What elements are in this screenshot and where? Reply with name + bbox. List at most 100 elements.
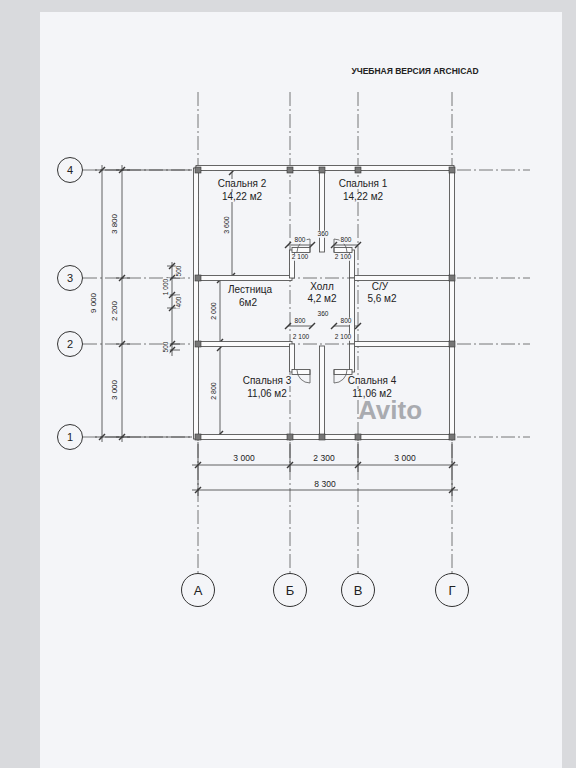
door-width: 800 bbox=[294, 318, 307, 325]
dimension: 1 000 bbox=[163, 278, 170, 296]
column bbox=[449, 275, 455, 281]
dimension-line bbox=[309, 323, 315, 329]
door-height: 2 100 bbox=[334, 254, 352, 261]
dimension-line bbox=[192, 490, 458, 491]
column bbox=[355, 167, 361, 173]
column bbox=[319, 167, 325, 173]
dimension-line bbox=[287, 462, 293, 468]
axis-line bbox=[290, 92, 291, 573]
room-name: Холл bbox=[309, 282, 335, 292]
axis-bubble: 1 bbox=[57, 424, 83, 450]
wall bbox=[350, 344, 355, 372]
wall bbox=[292, 248, 310, 253]
room-area: 6м2 bbox=[238, 298, 258, 308]
column bbox=[449, 167, 455, 173]
room-name: Спальня 2 bbox=[217, 179, 268, 189]
dimension-line bbox=[169, 341, 175, 347]
door-swing bbox=[334, 370, 347, 383]
axis-label: 2 bbox=[67, 339, 73, 350]
room-name: Спальня 1 bbox=[338, 179, 389, 189]
dimension: 500 bbox=[176, 265, 183, 278]
door-gap: 360 bbox=[317, 311, 330, 318]
room-area: 14,22 м2 bbox=[221, 192, 263, 202]
dimension-line bbox=[285, 242, 291, 248]
dimension-line bbox=[198, 442, 199, 472]
axis-label: 3 bbox=[67, 273, 73, 284]
dimension-line bbox=[290, 442, 291, 472]
wall bbox=[292, 370, 310, 375]
dimension-line bbox=[116, 437, 130, 438]
dimension-line bbox=[122, 165, 123, 442]
room-name: С/У bbox=[371, 282, 389, 292]
column bbox=[449, 434, 455, 440]
column bbox=[449, 341, 455, 347]
dimension: 3 000 bbox=[232, 454, 255, 463]
axis-bubble: А bbox=[181, 573, 215, 607]
axis-bubble: В bbox=[341, 573, 375, 607]
dimension: 2 200 bbox=[111, 300, 119, 322]
room-area: 5,6 м2 bbox=[366, 294, 397, 304]
door-gap: 360 bbox=[317, 231, 330, 238]
dimension-line bbox=[449, 487, 455, 493]
dimension-line bbox=[169, 305, 175, 311]
dimension-line bbox=[220, 280, 221, 342]
dimension-line bbox=[169, 347, 175, 353]
axis-label: Б bbox=[286, 584, 295, 597]
door-height: 2 100 bbox=[334, 334, 352, 341]
axis-bubble: 4 bbox=[57, 157, 83, 183]
wall bbox=[198, 342, 292, 347]
dimension: 2 800 bbox=[210, 381, 217, 401]
dimension-line bbox=[116, 344, 130, 345]
column bbox=[287, 434, 293, 440]
dimension-line bbox=[169, 275, 175, 281]
dimension-line bbox=[116, 170, 130, 171]
dimension-line bbox=[355, 242, 361, 248]
axis-line bbox=[358, 92, 359, 573]
wall bbox=[290, 344, 295, 372]
dimension: 9 000 bbox=[90, 292, 98, 314]
dimension: 400 bbox=[176, 296, 183, 309]
room-area: 4,2 м2 bbox=[306, 294, 337, 304]
dimension-line bbox=[288, 245, 312, 246]
wall bbox=[196, 435, 454, 440]
dimension-line bbox=[449, 462, 455, 468]
dimension-line bbox=[169, 292, 175, 298]
dimension: 3 000 bbox=[111, 379, 119, 401]
axis-line bbox=[83, 344, 530, 345]
dimension-line bbox=[358, 442, 359, 472]
dimension-line bbox=[99, 167, 105, 173]
dimension-line bbox=[169, 263, 175, 269]
axis-label: 4 bbox=[67, 165, 73, 176]
column bbox=[195, 167, 201, 173]
dimension: 2 000 bbox=[210, 301, 217, 321]
dimension-line bbox=[95, 437, 192, 438]
dimension-line bbox=[220, 348, 221, 434]
dimension-line bbox=[288, 326, 312, 327]
door-width: 800 bbox=[340, 237, 353, 244]
dimension-line bbox=[452, 442, 453, 472]
dimension: 8 300 bbox=[313, 480, 336, 489]
column bbox=[195, 275, 201, 281]
wall bbox=[450, 168, 455, 439]
dimension-line bbox=[192, 465, 458, 466]
column bbox=[355, 434, 361, 440]
wall bbox=[352, 276, 452, 281]
wall bbox=[320, 170, 325, 252]
axis-label: В bbox=[354, 584, 363, 597]
watermark: Avito bbox=[357, 397, 423, 423]
dimension-lines bbox=[95, 165, 458, 496]
dimension-line bbox=[355, 462, 361, 468]
dimension-line bbox=[452, 472, 453, 496]
column bbox=[195, 341, 201, 347]
dimension-line bbox=[95, 170, 192, 171]
axis-grid bbox=[83, 92, 530, 573]
door-width: 800 bbox=[340, 318, 353, 325]
axis-label: А bbox=[194, 584, 203, 597]
dimension-line bbox=[99, 434, 105, 440]
dimension-line bbox=[331, 323, 337, 329]
axis-bubble: 2 bbox=[57, 331, 83, 357]
room-name: Лестница bbox=[227, 285, 273, 295]
dimension-line bbox=[195, 462, 201, 468]
dimension-line bbox=[198, 472, 199, 496]
dimension-line bbox=[334, 245, 358, 246]
